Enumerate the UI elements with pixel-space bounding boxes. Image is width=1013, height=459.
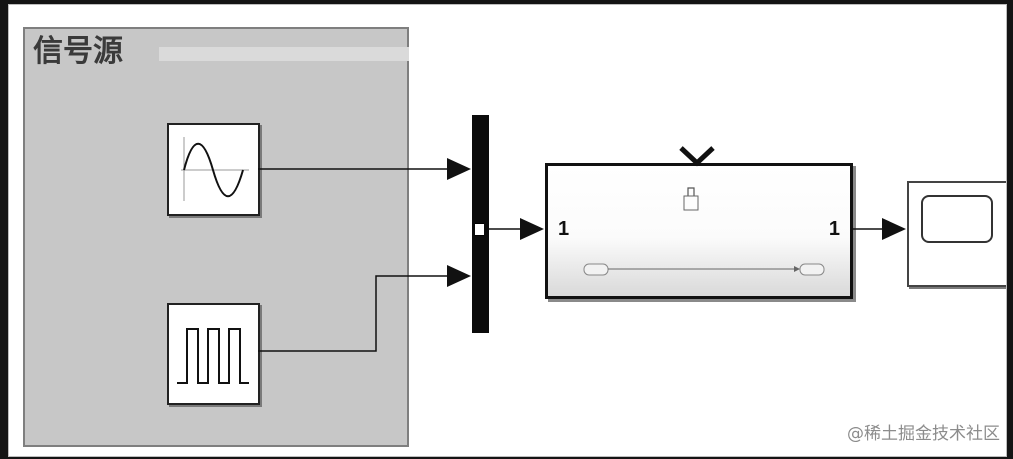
model-canvas[interactable]: 信号源 1 1 <box>8 4 1007 457</box>
arrow-head-icon <box>882 218 906 240</box>
signal-line-pulse <box>258 275 449 352</box>
outport-label: 1 <box>828 218 840 240</box>
arrow-head-icon <box>520 218 544 240</box>
pulse-wave-icon <box>177 328 249 384</box>
arrow-head-icon <box>447 158 471 180</box>
scope-screen-icon <box>921 195 993 243</box>
trigger-port-icon <box>679 146 715 167</box>
area-title-strip <box>159 47 409 61</box>
mux-bar-icon <box>475 223 484 236</box>
signal-lines <box>258 146 906 352</box>
triggered-subsystem-icon <box>583 187 825 276</box>
area-title: 信号源 <box>33 34 123 69</box>
arrow-head-icon <box>447 265 471 287</box>
sine-wave-icon <box>181 137 249 201</box>
inport-label: 1 <box>558 218 570 240</box>
subsystem-block[interactable]: 1 1 <box>545 163 853 299</box>
watermark-text: @稀土掘金技术社区 <box>847 424 1000 444</box>
mux-block[interactable] <box>472 115 489 333</box>
pulse-generator-block[interactable] <box>167 303 260 405</box>
scope-block[interactable] <box>907 181 1006 287</box>
